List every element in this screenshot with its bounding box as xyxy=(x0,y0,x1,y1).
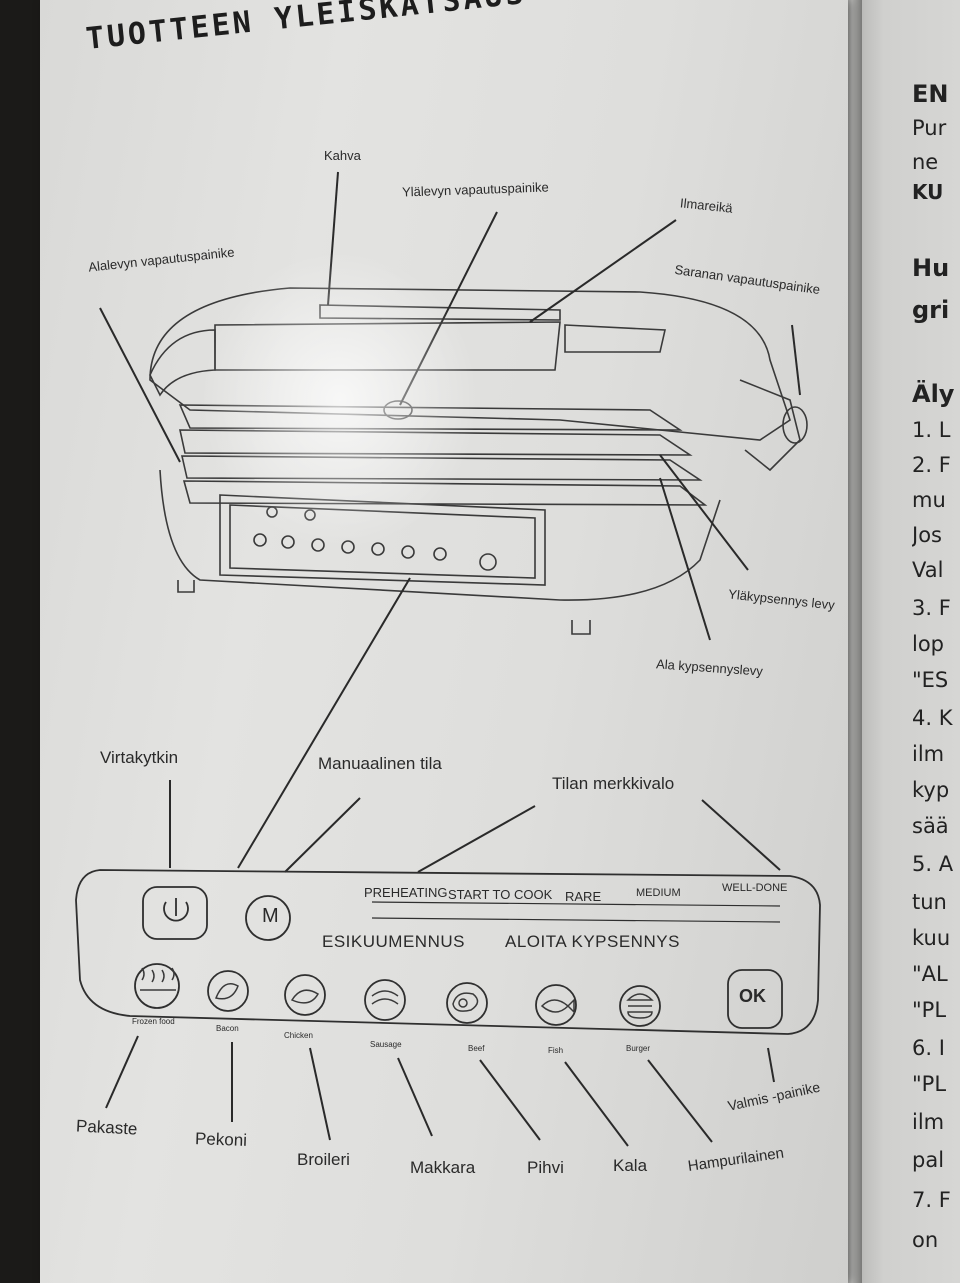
program-label-burger: Burger xyxy=(626,1044,651,1053)
right-line-2: ne xyxy=(912,150,939,174)
right-line-22: "AL xyxy=(912,962,948,986)
program-label-chicken: Chicken xyxy=(284,1031,313,1040)
right-line-14: "ES xyxy=(912,668,949,692)
right-line-18: sää xyxy=(912,814,949,838)
callout-kala: Kala xyxy=(613,1156,648,1175)
right-line-4: Hu xyxy=(912,254,950,282)
indicator-start-to-cook: START TO COOK xyxy=(448,887,553,902)
program-label-beef: Beef xyxy=(468,1044,485,1053)
right-line-13: lop xyxy=(912,632,945,656)
program-label-bacon: Bacon xyxy=(216,1024,239,1033)
callout-pekoni: Pekoni xyxy=(194,1129,248,1150)
right-line-25: "PL xyxy=(912,1072,947,1096)
callout-pakaste: Pakaste xyxy=(75,1116,138,1139)
right-line-28: 7. F xyxy=(912,1188,951,1212)
indicator-medium: MEDIUM xyxy=(636,887,681,899)
label-tilan-merkkivalo: Tilan merkkivalo xyxy=(552,774,675,793)
indicator-rare: RARE xyxy=(565,889,602,904)
indicator-preheating: PREHEATING xyxy=(364,885,448,900)
right-line-1: Pur xyxy=(912,116,947,140)
ok-button[interactable]: OK xyxy=(739,986,766,1006)
text-esikuumennus: ESIKUUMENNUS xyxy=(322,932,465,951)
right-line-26: ilm xyxy=(912,1110,945,1134)
right-line-12: 3. F xyxy=(912,596,951,620)
right-line-8: 2. F xyxy=(912,453,951,477)
right-line-3: KU xyxy=(912,180,944,204)
text-aloita-kypsennys: ALOITA KYPSENNYS xyxy=(505,932,680,951)
indicator-well-done: WELL-DONE xyxy=(722,882,788,894)
right-line-11: Val xyxy=(912,558,944,582)
program-label-fish: Fish xyxy=(548,1046,564,1055)
right-line-24: 6. I xyxy=(912,1036,945,1060)
right-line-7: 1. L xyxy=(912,418,951,442)
right-page xyxy=(858,0,960,1283)
label-kahva: Kahva xyxy=(324,148,361,163)
right-line-10: Jos xyxy=(912,523,942,547)
right-line-29: on xyxy=(912,1228,939,1252)
right-line-21: kuu xyxy=(912,926,951,950)
callout-makkara: Makkara xyxy=(410,1158,476,1177)
label-manuaalinen-tila: Manuaalinen tila xyxy=(318,754,442,773)
right-line-20: tun xyxy=(912,890,947,914)
right-line-17: kyp xyxy=(912,778,950,802)
right-line-19: 5. A xyxy=(912,852,954,876)
program-label-sausage: Sausage xyxy=(370,1040,402,1049)
power-button[interactable] xyxy=(154,893,198,937)
right-line-15: 4. K xyxy=(912,706,953,730)
right-line-0: EN xyxy=(912,80,949,108)
program-label-frozen: Frozen food xyxy=(132,1017,175,1026)
callout-pihvi: Pihvi xyxy=(527,1158,564,1177)
right-line-16: ilm xyxy=(912,742,945,766)
right-line-27: pal xyxy=(912,1148,945,1172)
left-page xyxy=(40,0,848,1283)
right-line-6: Äly xyxy=(912,380,955,408)
m-button[interactable]: M xyxy=(262,905,279,927)
label-virtakytkin: Virtakytkin xyxy=(100,748,179,767)
callout-broileri: Broileri xyxy=(297,1150,350,1169)
right-line-23: "PL xyxy=(912,998,947,1022)
right-line-5: gri xyxy=(912,296,950,324)
right-line-9: mu xyxy=(912,488,946,512)
